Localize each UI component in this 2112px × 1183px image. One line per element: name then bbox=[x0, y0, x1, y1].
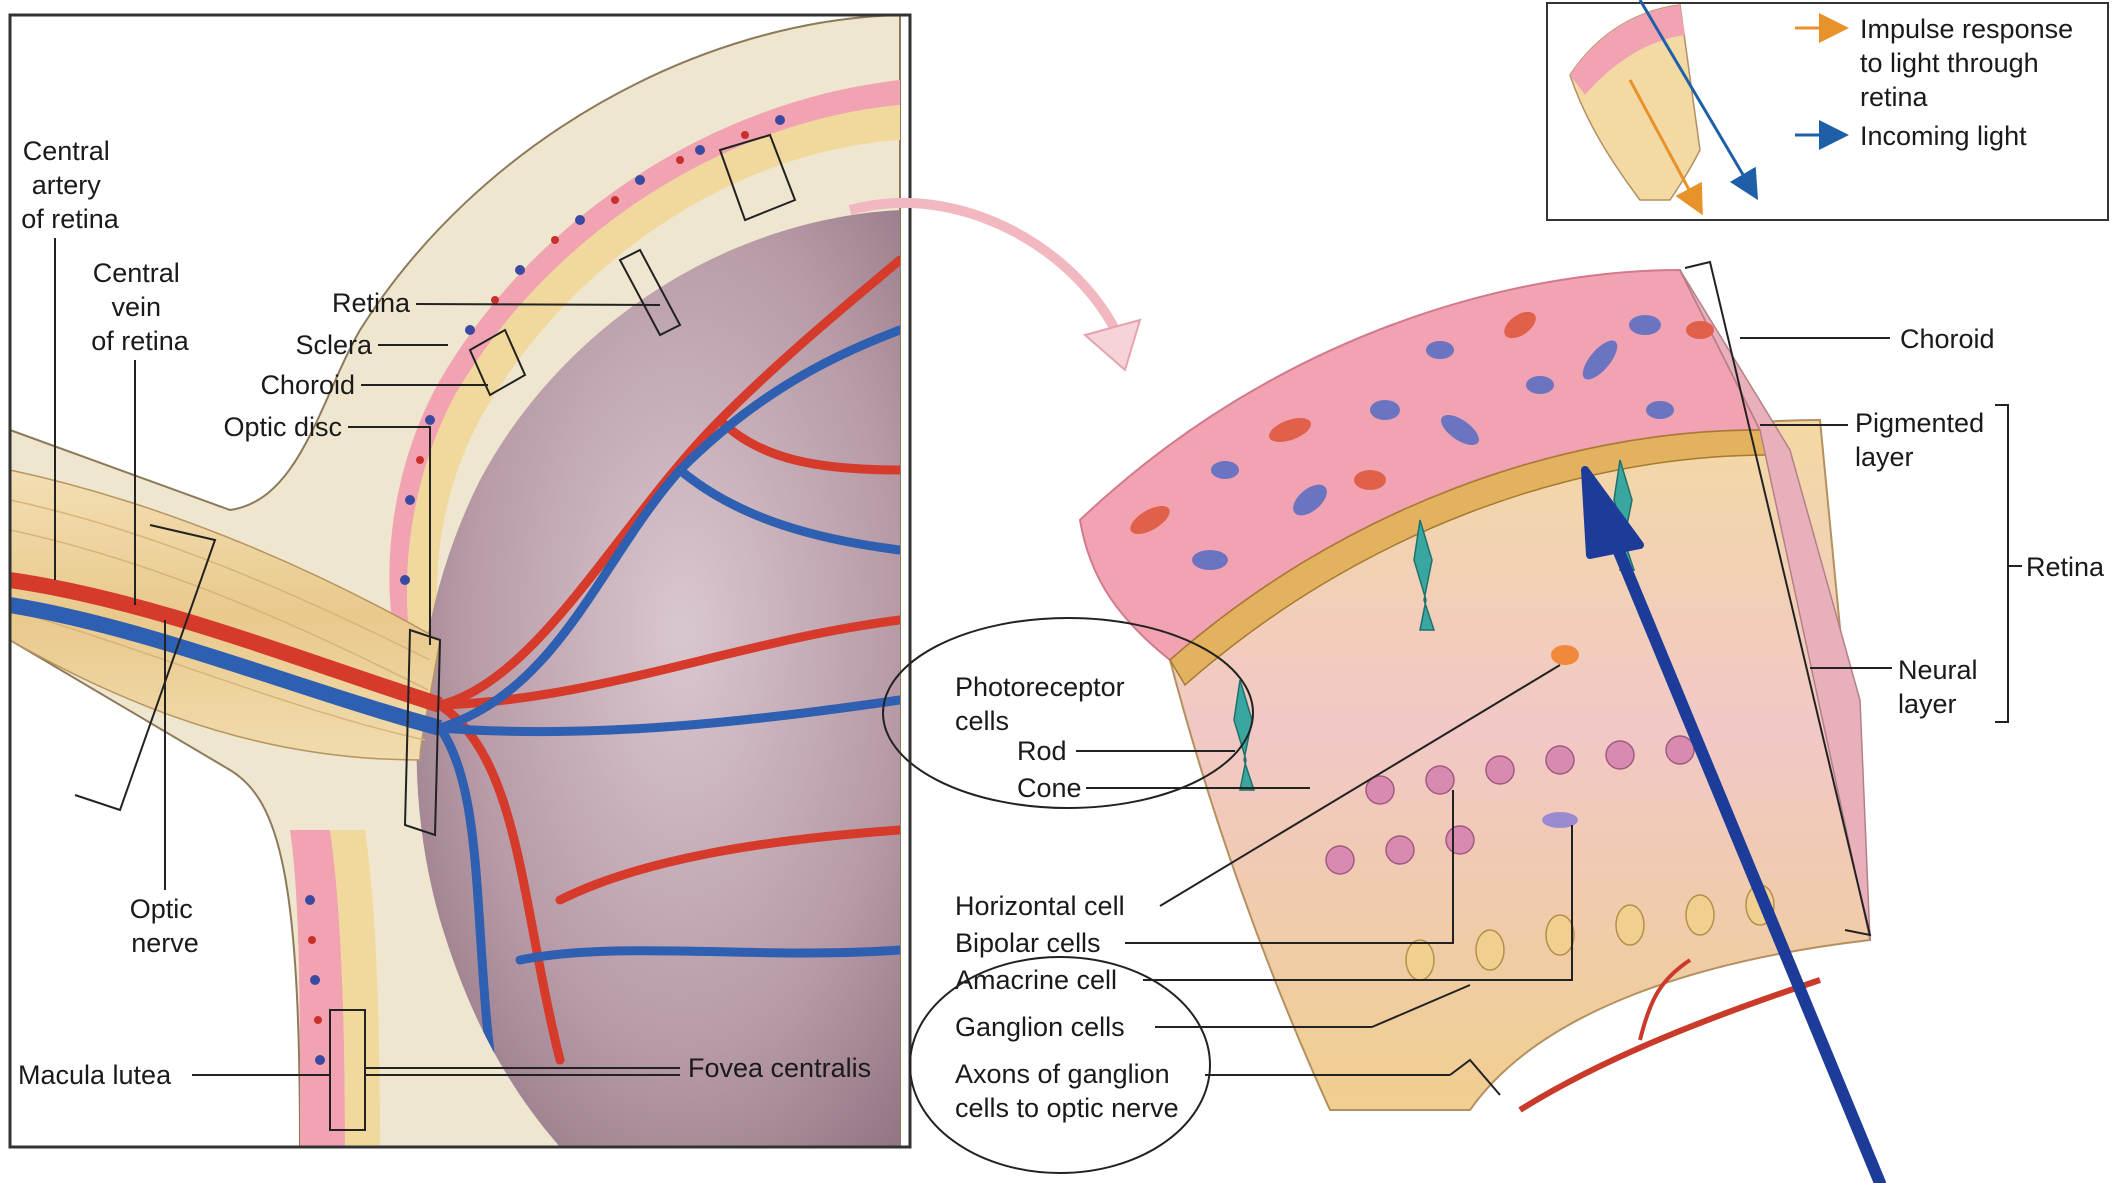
label-sclera: Sclera bbox=[295, 330, 373, 360]
legend-key: Impulse response to light through retina… bbox=[1547, 0, 2108, 220]
key-incoming-label: Incoming light bbox=[1860, 121, 2027, 151]
label-neural-layer: Neural layer bbox=[1898, 655, 1985, 719]
label-ganglion-cells: Ganglion cells bbox=[955, 1012, 1125, 1042]
label-bipolar-cells: Bipolar cells bbox=[955, 928, 1101, 958]
label-macula-lutea: Macula lutea bbox=[18, 1060, 172, 1090]
label-block-retina: Retina bbox=[2026, 552, 2105, 582]
label-horizontal-cell: Horizontal cell bbox=[955, 891, 1125, 921]
label-cone: Cone bbox=[1017, 773, 1082, 803]
retina-layer-block bbox=[1080, 262, 1870, 1110]
label-central-artery: Central artery of retina bbox=[21, 136, 120, 234]
eye-cross-section bbox=[10, 15, 910, 1147]
label-photoreceptor-cells: Photoreceptor cells bbox=[955, 672, 1132, 736]
label-fovea-centralis: Fovea centralis bbox=[688, 1053, 871, 1083]
label-block-choroid: Choroid bbox=[1900, 324, 1995, 354]
label-amacrine-cell: Amacrine cell bbox=[955, 965, 1117, 995]
label-choroid: Choroid bbox=[260, 370, 355, 400]
label-optic-disc: Optic disc bbox=[223, 412, 342, 442]
label-rod: Rod bbox=[1017, 736, 1067, 766]
label-retina: Retina bbox=[332, 288, 411, 318]
label-pigmented-layer: Pigmented layer bbox=[1855, 408, 1992, 472]
label-axons: Axons of ganglion cells to optic nerve bbox=[955, 1059, 1179, 1123]
